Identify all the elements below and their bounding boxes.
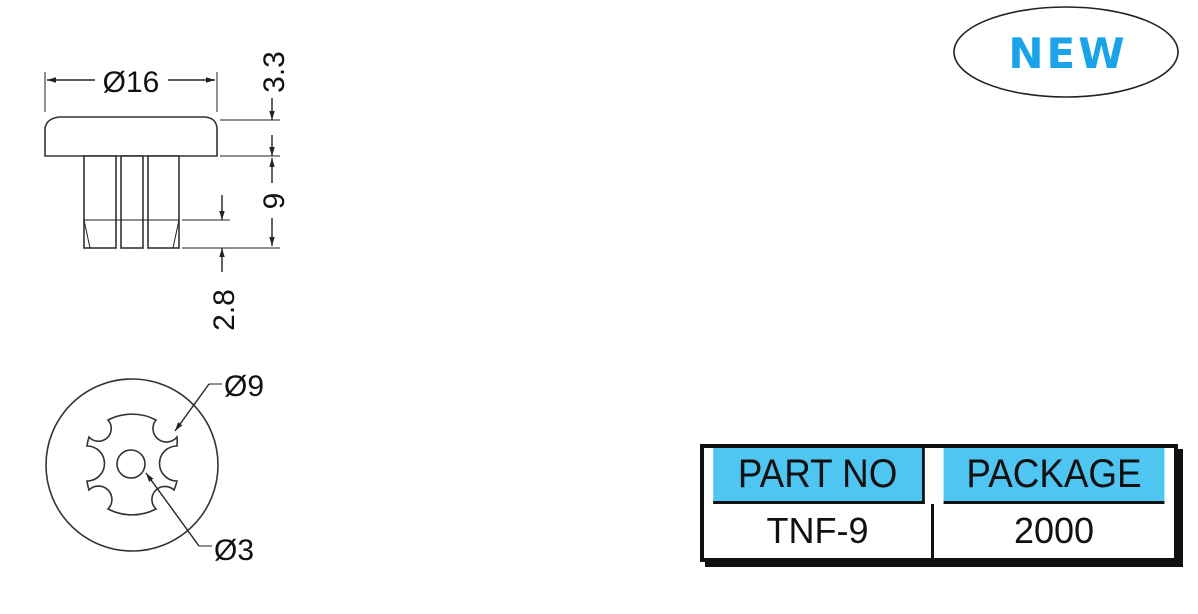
table-header-package: PACKAGE [943,448,1165,504]
leg-left [83,155,117,249]
diameter-label: Ø16 [103,66,160,99]
tip-taper [83,219,180,249]
hole-diameter-label: Ø3 [214,534,254,567]
tip-length-label: 2.8 [208,289,241,331]
leg-length-label: 9 [258,193,291,210]
new-badge: NEW [953,6,1179,98]
side-view: Ø16 3.3 9 2.8 [44,51,291,331]
hole-diameter-leader [145,472,200,547]
leg-middle [120,155,144,249]
new-badge-ellipse [953,6,1179,98]
new-badge-label: NEW [1008,29,1127,78]
spec-table: PART NO PACKAGE TNF-9 2000 [700,444,1178,562]
center-hole [116,449,146,479]
outer-diameter-label: Ø9 [224,370,264,403]
top-view: Ø9 Ø3 [45,370,264,567]
cap-height-label: 3.3 [258,51,291,93]
table-cell-package: 2000 [934,504,1174,558]
outer-diameter-leader [174,383,210,432]
cap-outline [44,116,218,157]
leg-right [147,155,180,249]
table-header-part-no: PART NO [713,448,925,504]
table-cell-part-no: TNF-9 [704,504,934,558]
